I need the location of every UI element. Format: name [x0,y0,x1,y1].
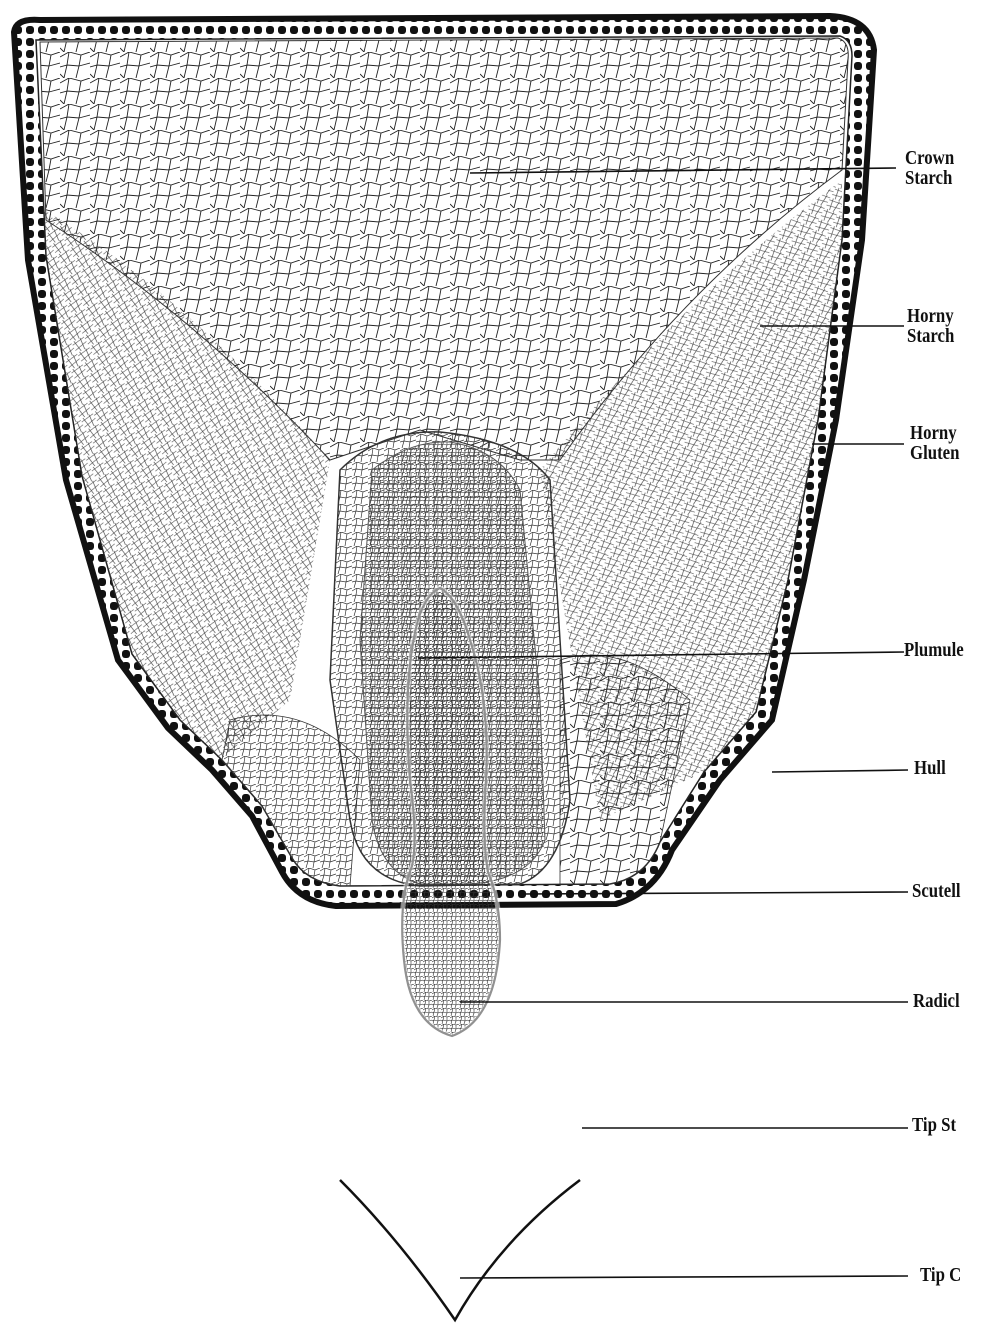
label-tip-starch: Tip St [912,1115,956,1135]
label-horny-gluten: Horny Gluten [910,423,959,463]
label-horny-starch: Horny Starch [907,306,954,346]
label-horny-starch-line1: Horny [907,306,954,326]
label-scutellum: Scutell [912,881,961,901]
label-crown-starch-line1: Crown [905,148,954,168]
label-tip-cap: Tip C [920,1265,961,1285]
label-crown-starch-line2: Starch [905,168,954,188]
leader-hull [772,770,908,772]
tip-cap [340,1180,580,1320]
label-crown-starch: Crown Starch [905,148,954,188]
label-horny-gluten-line1: Horny [910,423,959,443]
label-horny-gluten-line2: Gluten [910,443,959,463]
label-radicle: Radicl [913,991,960,1011]
label-plumule: Plumule [904,640,964,660]
label-horny-starch-line2: Starch [907,326,954,346]
leader-tip-cap [460,1276,908,1278]
label-hull: Hull [914,758,946,778]
